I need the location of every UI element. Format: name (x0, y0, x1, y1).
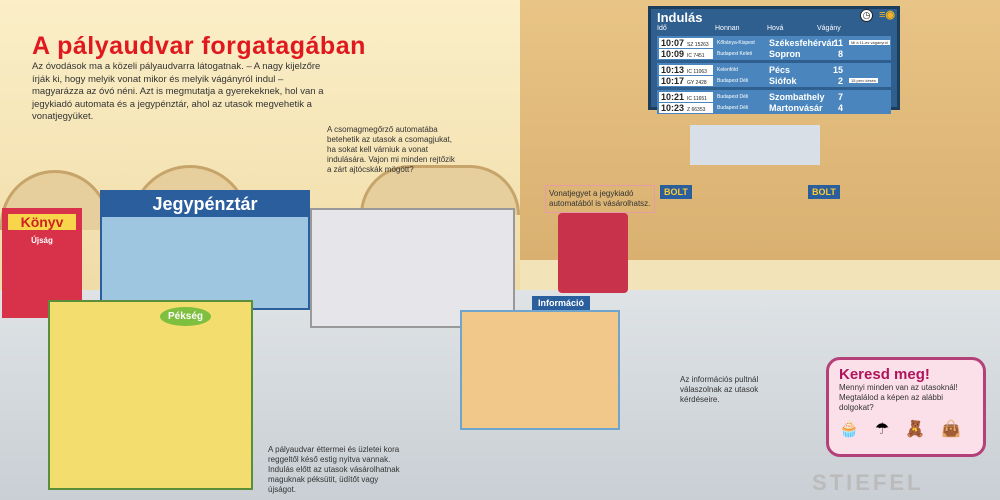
teddy-bear-icon: 🧸 (905, 421, 926, 438)
origin: Budapest Keleti (717, 50, 753, 57)
header-time: Idő (657, 25, 667, 32)
header-to: Hová (767, 25, 784, 32)
departure-time: 10:13 (661, 64, 685, 75)
info-caption: Az információs pultnál válaszolnak az ut… (680, 375, 759, 404)
train-window (690, 125, 820, 165)
departure-time: 10:23 (661, 102, 685, 113)
destination: Sopron (769, 48, 801, 59)
info-desk: Információ (460, 296, 620, 430)
ticket-machine-caption: Vonatjegyet a jegykiadó automatából is v… (545, 185, 655, 213)
lockers-caption: A csomagmegőrző automatába betehetik az … (327, 125, 455, 174)
ticket-office: Jegypénztár (100, 190, 310, 310)
luggage-lockers (310, 208, 515, 328)
handbag-icon: 👜 (941, 421, 962, 438)
bakery-kiosk: Pékség (48, 300, 253, 490)
delay-note: 15 perc késés (849, 78, 878, 83)
find-text: Mennyi minden van az utasoknál! Megtalál… (839, 383, 958, 412)
clock-icon: ◷ (860, 9, 873, 22)
origin: Budapest Déli (717, 93, 749, 100)
shops-caption: A pályaudvar éttermei és üzletei kora re… (268, 445, 400, 494)
origin: Kőbánya-Kispest (717, 39, 755, 46)
bakery-sign: Pékség (160, 307, 212, 326)
delay-note: Mi a 11-es vágányról (849, 40, 890, 45)
board-title: Indulás (657, 10, 703, 25)
track: 8 (837, 48, 843, 59)
bookshop-sign: Könyv (8, 214, 76, 230)
departure-time: 10:21 (661, 91, 685, 102)
track: 2 (837, 75, 843, 86)
find-it-box: Keresd meg! Mennyi minden van az utasokn… (826, 357, 986, 457)
origin: Budapest Déli (717, 104, 749, 111)
destination: Pécs (769, 64, 791, 75)
departure-time: 10:17 (661, 75, 685, 86)
departure-time: 10:09 (661, 48, 685, 59)
track: 11 (833, 37, 843, 48)
header-track: Vágány (817, 25, 841, 32)
track: 7 (837, 91, 843, 102)
bookshop: Könyv Újság (2, 208, 82, 318)
track: 15 (832, 64, 843, 75)
destination: Martonvásár (769, 102, 823, 113)
train-number: IC 11651 (687, 95, 707, 102)
train-number: Z 66353 (687, 106, 706, 113)
origin: Budapest Déli (717, 77, 749, 84)
origin: Kelenföld (717, 66, 738, 73)
newspaper-sign: Újság (31, 236, 53, 245)
info-sign: Információ (532, 296, 591, 310)
train-number: SZ 15263 (687, 41, 709, 48)
train-number: IC 11063 (687, 68, 707, 75)
train-number: GY 2428 (687, 79, 707, 86)
page-title: A pályaudvar forgatagában (32, 32, 366, 60)
track: 4 (837, 102, 843, 113)
intro-text: Az óvodások ma a közeli pályaudvarra lát… (32, 61, 324, 122)
departure-board: Indulás ◷ ≡◉ Idő Honnan Hová Vágány 10:0… (648, 6, 900, 114)
destination: Siófok (769, 75, 797, 86)
shop-sign-2: BOLT (808, 185, 840, 199)
destination: Székesfehérvár (769, 37, 836, 48)
umbrella-icon: ☂ (874, 421, 890, 438)
destination: Szombathely (769, 91, 825, 102)
ticket-office-sign: Jegypénztár (102, 192, 308, 217)
cupcake-icon: 🧁 (839, 421, 859, 438)
find-title: Keresd meg! (839, 366, 930, 383)
mav-logo-icon: ≡◉ (878, 9, 895, 21)
departure-time: 10:07 (661, 37, 685, 48)
train-number: IC 7451 (687, 52, 705, 59)
shop-sign-1: BOLT (660, 185, 692, 199)
header-from: Honnan (715, 25, 740, 32)
publisher-logo: STIEFEL (812, 470, 924, 495)
ticket-machine (558, 213, 628, 293)
